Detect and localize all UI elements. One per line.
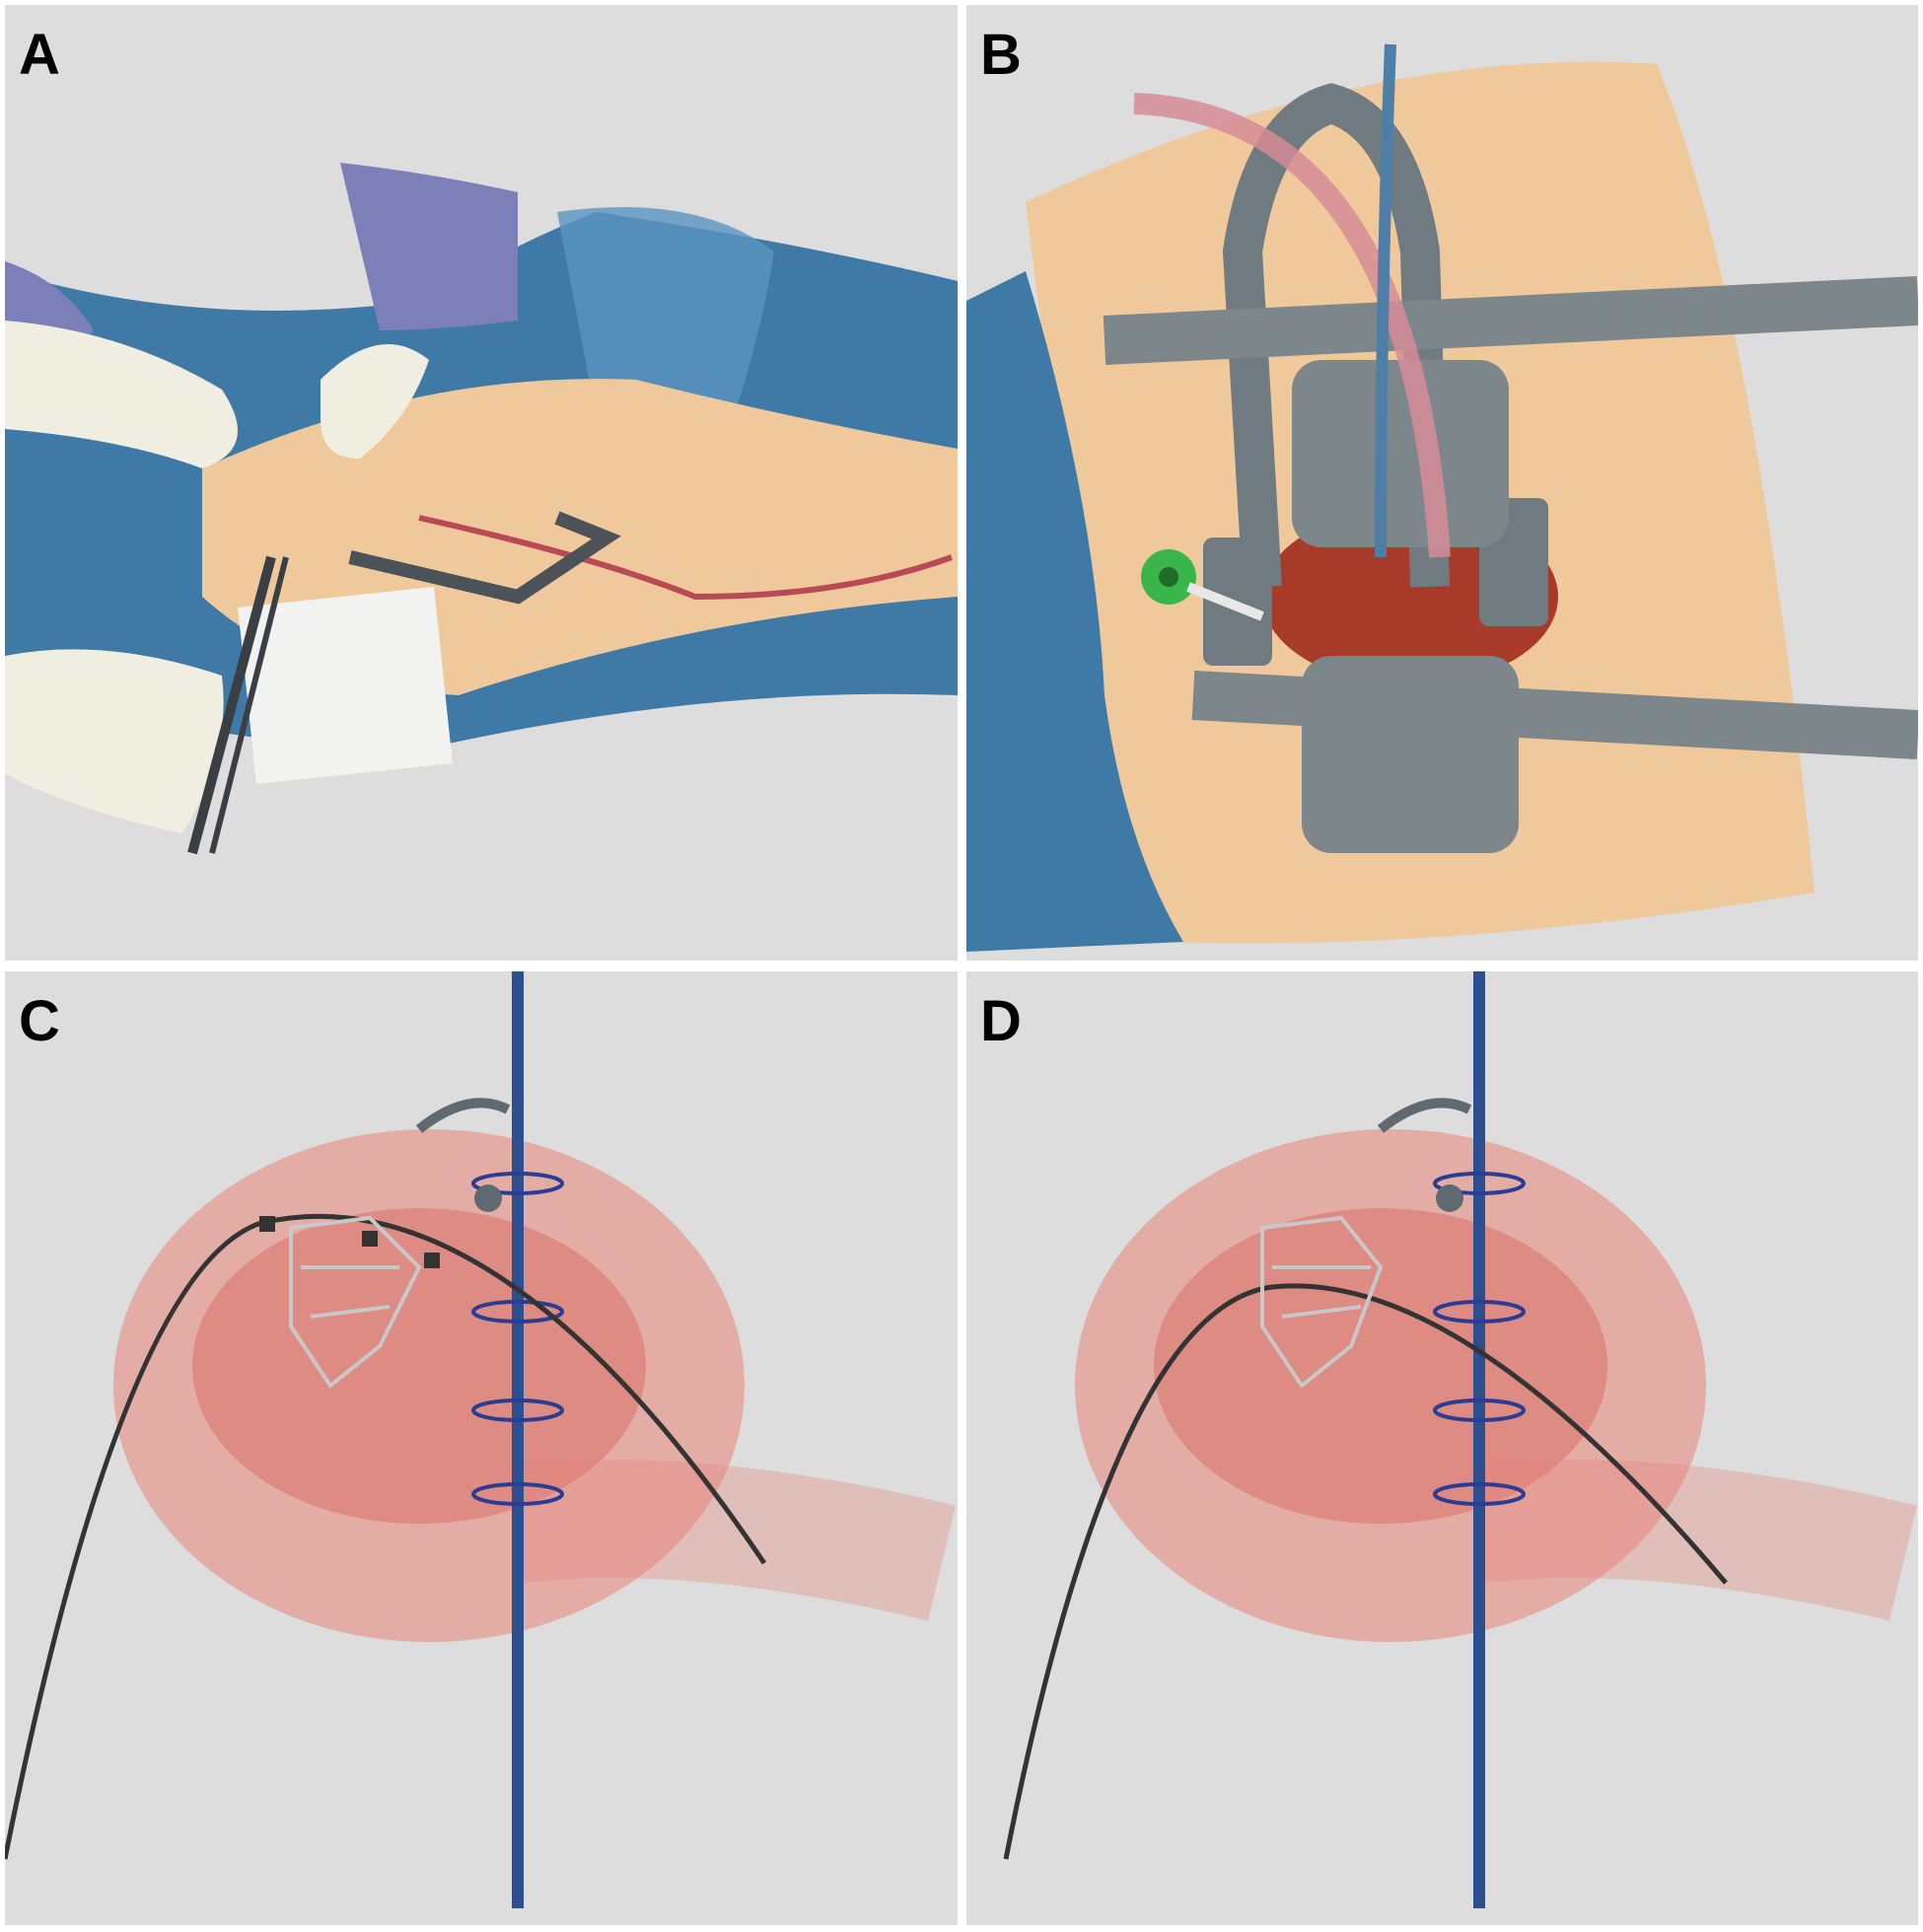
surgical-field-illustration [5, 163, 958, 855]
valve-delivery-illustration [5, 971, 956, 1908]
valve-deployed-illustration [1003, 971, 1917, 1908]
retractor-closeup-illustration [966, 43, 1918, 952]
panel-c: C [5, 971, 958, 1925]
panel-d: D [966, 971, 1918, 1925]
panel-a: A [5, 5, 958, 961]
panel-label-a: A [19, 23, 60, 87]
panel-label-c: C [19, 989, 60, 1053]
panel-label-d: D [980, 989, 1022, 1053]
panel-label-b: B [980, 23, 1022, 87]
panel-b: B [966, 5, 1918, 961]
